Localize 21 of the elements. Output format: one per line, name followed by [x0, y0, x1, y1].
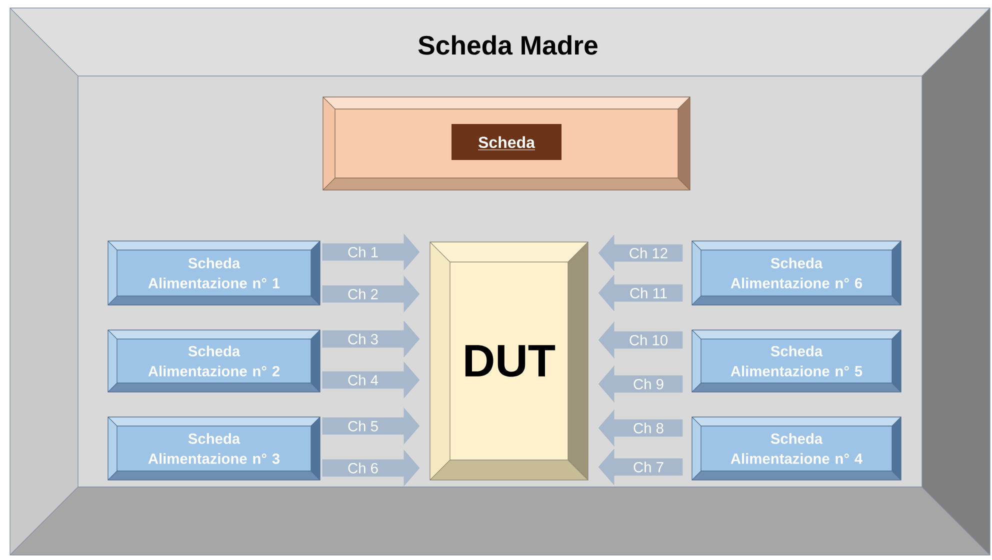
edge-label: Ch 8 [632, 421, 666, 435]
power-board-box: Scheda Alimentazione n° 5 [692, 330, 902, 392]
edge-label: Ch 5 [346, 419, 380, 433]
edge-label: Ch 9 [632, 377, 666, 391]
edge-label: Ch 4 [346, 373, 380, 387]
power-board-box: Scheda Alimentazione n° 3 [108, 416, 320, 480]
power-board-box: Scheda Alimentazione n° 6 [692, 240, 902, 306]
edge-label: Ch 1 [346, 245, 380, 259]
edge-label: Ch 3 [346, 332, 380, 346]
power-board-box: Scheda Alimentazione n° 1 [108, 240, 320, 306]
power-board-box: Scheda Alimentazione n° 4 [692, 416, 902, 480]
edge-label: Ch 12 [628, 246, 670, 260]
edge-label: Ch 10 [628, 333, 670, 347]
controller-board-box: Scheda [322, 96, 690, 190]
power-board-box: Scheda Alimentazione n° 2 [108, 330, 320, 392]
edge-label: Ch 2 [346, 287, 380, 301]
edge-label: Ch 7 [632, 460, 666, 474]
edge-label: Ch 11 [628, 286, 669, 300]
node-label: Scheda Madre [418, 35, 598, 55]
dut-block: DUT [430, 242, 588, 480]
edge-label: Ch 6 [346, 461, 380, 475]
